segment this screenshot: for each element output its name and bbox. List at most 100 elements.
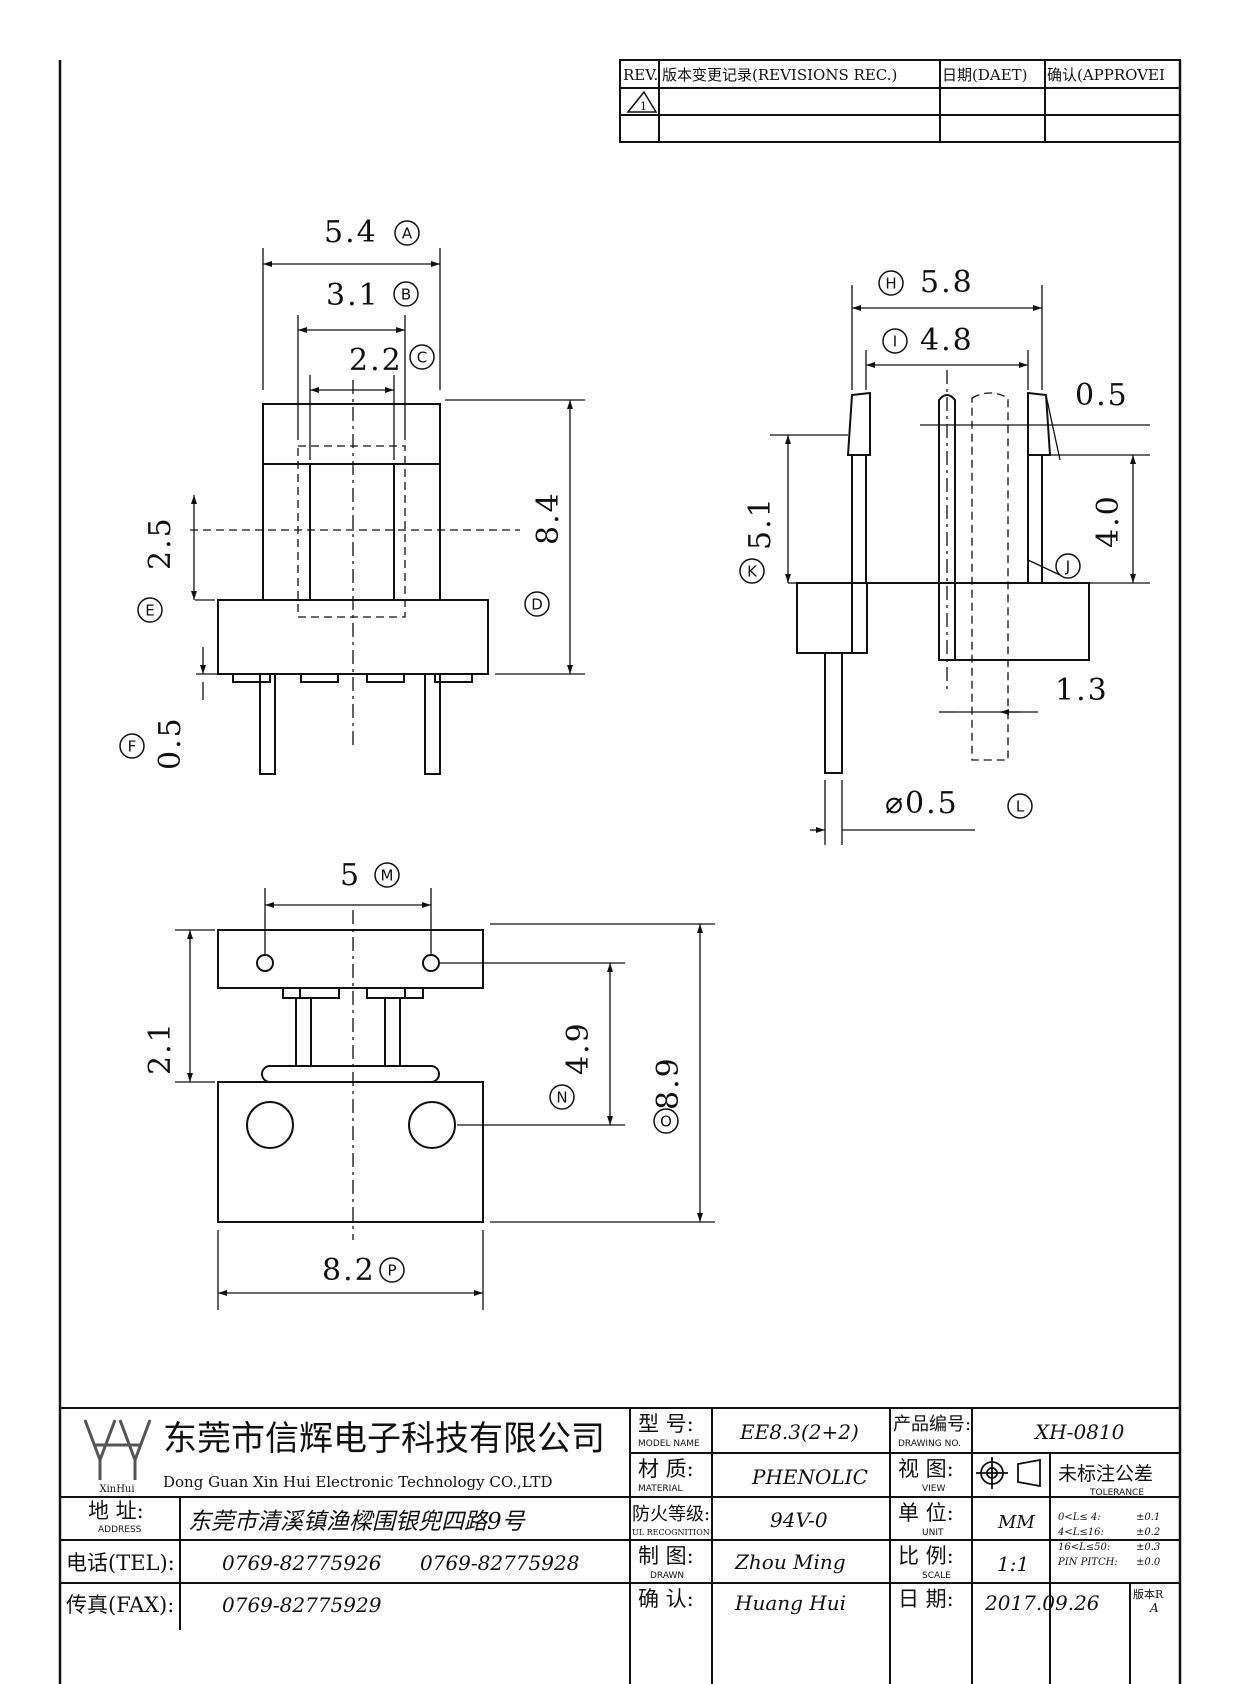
callout-k: K — [739, 558, 765, 584]
address-value: 东莞市清溪镇渔樑围银兜四路9号 — [188, 1509, 526, 1535]
scale-label: 比 例: — [898, 1544, 954, 1568]
drawing-no-label-en: DRAWING NO. — [898, 1439, 961, 1449]
callout-f: F — [119, 733, 145, 759]
address-label: 地 址: — [88, 1499, 144, 1523]
drawn-label: 制 图: — [638, 1544, 694, 1568]
material-value: PHENOLIC — [751, 1465, 868, 1489]
svg-text:M: M — [381, 867, 394, 885]
model-value: EE8.3(2+2) — [739, 1420, 859, 1444]
dimension-l-value: ⌀0.5 — [885, 786, 959, 821]
tolerance-2-value: ±0.2 — [1136, 1527, 1160, 1538]
callout-i: I — [882, 328, 908, 354]
tel-label: 电话(TEL): — [66, 1551, 175, 1575]
tolerance-2-range: 4<L≤16: — [1057, 1527, 1104, 1538]
dimension-c-value: 2.2 — [349, 343, 403, 378]
callout-c: C — [409, 344, 435, 370]
date-value: 2017.09.26 — [984, 1591, 1100, 1615]
address-label-en: ADDRESS — [98, 1525, 142, 1535]
fire-rating-label-en: UL RECOGNITION — [632, 1528, 710, 1537]
fax-value: 0769-82775929 — [222, 1593, 382, 1617]
dimension-e-value: 2.5 — [143, 516, 178, 570]
material-label-en: MATERIAL — [638, 1484, 683, 1494]
dimension-i-value: 4.8 — [920, 323, 974, 358]
svg-text:L: L — [1016, 798, 1025, 816]
dimension-m-value: 5 — [340, 858, 361, 893]
bottom-view-outline — [217, 929, 484, 1223]
side-view-outline — [796, 391, 1090, 774]
unit-value: MM — [997, 1512, 1035, 1533]
dimension-o-value: 8.9 — [651, 1056, 686, 1110]
callout-p: P — [379, 1257, 405, 1283]
side-view-hidden-lines — [946, 370, 1009, 761]
version-label: 版本R — [1133, 1587, 1164, 1601]
dimension-n-value: 4.9 — [561, 1021, 596, 1075]
dimension-f-value: 0.5 — [153, 716, 188, 770]
svg-text:F: F — [128, 738, 137, 756]
fire-rating-label: 防火等级: — [632, 1504, 710, 1525]
dimension-j-value: 4.0 — [1091, 494, 1126, 548]
confirm-label: 确 认: — [638, 1587, 694, 1611]
callout-a: A — [394, 220, 420, 246]
company-name-en: Dong Guan Xin Hui Electronic Technology … — [163, 1473, 553, 1491]
model-label-en: MODEL NAME — [638, 1439, 700, 1449]
scale-value: 1:1 — [997, 1552, 1029, 1576]
dimension-b-value: 3.1 — [326, 278, 380, 313]
drawn-label-en: DRAWN — [650, 1571, 684, 1581]
tolerance-4-value: ±0.0 — [1136, 1557, 1161, 1568]
dimension-side-value: 2.1 — [143, 1021, 178, 1075]
tolerance-3-value: ±0.3 — [1136, 1542, 1160, 1553]
projection-symbol-icon — [976, 1457, 1041, 1489]
dimension-pin-offset-value: 1.3 — [1055, 673, 1109, 708]
dimension-h-value: 5.8 — [920, 265, 974, 300]
title-block: XinHui 东莞市信辉电子科技有限公司 Dong Guan Xin Hui E… — [60, 1407, 1180, 1684]
tolerance-4-range: PIN PITCH: — [1057, 1557, 1118, 1568]
date-header: 日期(DAET) — [942, 66, 1028, 84]
drawing-no-label: 产品编号: — [893, 1414, 971, 1435]
logo-text: XinHui — [99, 1484, 134, 1495]
callout-d: D — [524, 591, 550, 617]
callout-e: E — [137, 597, 163, 623]
svg-text:E: E — [145, 602, 154, 620]
front-view-dimension-lines — [191, 248, 585, 700]
dimension-d-value: 8.4 — [531, 491, 566, 545]
model-label: 型 号: — [638, 1412, 694, 1436]
dimension-p-value: 8.2 — [322, 1253, 376, 1288]
svg-text:H: H — [885, 275, 896, 293]
callout-l: L — [1007, 793, 1033, 819]
front-view-outline — [217, 403, 489, 775]
callout-j: J — [1055, 553, 1081, 579]
svg-text:A: A — [402, 225, 413, 243]
view-label-en: VIEW — [922, 1484, 945, 1494]
fax-label: 传真(FAX): — [66, 1593, 174, 1617]
approve-header: 确认(APPROVEI — [1047, 66, 1165, 84]
bottom-view-dimension-lines — [175, 888, 715, 1310]
side-view: H 5.8 I 4.8 0.5 4.0 J 5.1 K 1.3 ⌀0.5 L — [739, 265, 1150, 845]
tolerance-3-range: 16<L≤50: — [1058, 1542, 1110, 1553]
view-label: 视 图: — [898, 1457, 954, 1481]
tel-value-1: 0769-82775926 — [222, 1551, 382, 1575]
svg-text:I: I — [893, 333, 897, 351]
front-view: 5.4 A 3.1 B 2.2 C 8.4 D 2.5 E 0.5 F — [119, 215, 585, 775]
drawn-value: Zhou Ming — [734, 1550, 846, 1574]
front-view-hidden-lines — [190, 380, 520, 745]
unit-label: 单 位: — [898, 1501, 954, 1525]
bottom-view: 5 M 2.1 4.9 N 8.9 O 8.2 P — [143, 858, 715, 1310]
dimension-k-value: 5.1 — [743, 496, 778, 550]
svg-text:C: C — [417, 349, 427, 367]
svg-text:K: K — [747, 563, 758, 581]
fire-rating-value: 94V-0 — [770, 1508, 828, 1532]
material-label: 材 质: — [638, 1457, 694, 1481]
date-label: 日 期: — [898, 1587, 954, 1611]
rev-header: REV. — [623, 66, 658, 84]
revision-table: REV. 版本变更记录(REVISIONS REC.) 日期(DAET) 确认(… — [619, 59, 1181, 143]
tolerance-label-en: TOLERANCE — [1089, 1488, 1144, 1498]
svg-text:J: J — [1065, 558, 1070, 576]
unit-label-en: UNIT — [922, 1528, 944, 1538]
drawing-no-value: XH-0810 — [1033, 1420, 1125, 1444]
dimension-a-value: 5.4 — [324, 215, 378, 250]
side-view-dimension-lines — [770, 285, 1150, 845]
tolerance-1-range: 0<L≤ 4: — [1058, 1512, 1101, 1523]
tel-value-2: 0769-82775928 — [420, 1551, 579, 1575]
svg-text:O: O — [660, 1113, 672, 1131]
svg-text:B: B — [401, 286, 411, 304]
